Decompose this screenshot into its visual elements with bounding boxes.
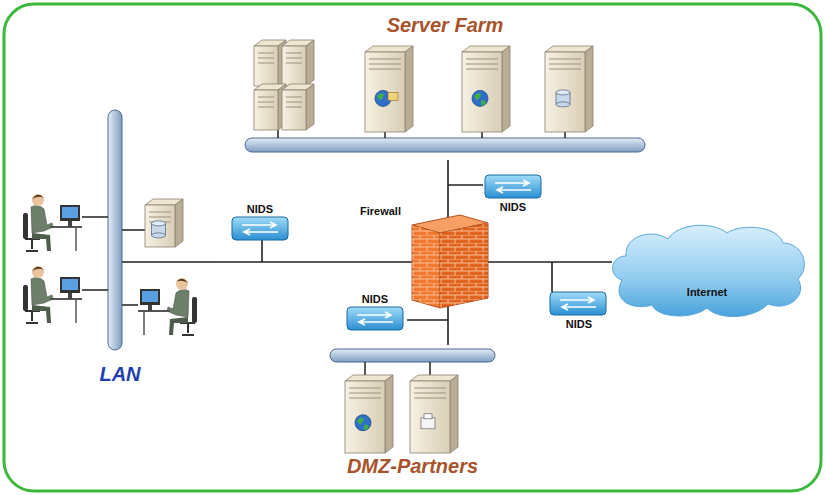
network-link xyxy=(447,313,449,345)
dmz-zone: DMZ-Partners xyxy=(325,345,500,483)
lan-zone-art xyxy=(20,105,220,390)
nids-label-box: NIDS xyxy=(548,318,610,330)
zone-title-box: Server Farm xyxy=(240,14,650,37)
server-icon xyxy=(462,46,510,132)
nids-label: NIDS xyxy=(566,318,592,330)
network-link xyxy=(447,160,449,203)
network-bus xyxy=(245,138,645,152)
server-farm-zone: Server Farm xyxy=(240,12,650,160)
internet-cloud: Internet xyxy=(612,222,807,322)
network-link xyxy=(220,261,360,263)
cloud-shape xyxy=(613,225,805,316)
zone-title-box: DMZ-Partners xyxy=(325,455,500,478)
cloud-label-box: Internet xyxy=(652,286,762,298)
nids-icon xyxy=(347,307,403,330)
nids-label: NIDS xyxy=(500,201,526,213)
zone-title: DMZ-Partners xyxy=(347,455,478,477)
nids-sensor: NIDS xyxy=(230,203,290,243)
nids-taps xyxy=(262,185,552,320)
server-icon xyxy=(254,40,286,86)
nids-label: NIDS xyxy=(362,293,388,305)
firewall-icon xyxy=(412,215,488,308)
nids-icon xyxy=(232,217,288,240)
nids-icon xyxy=(550,292,606,315)
server-icon xyxy=(365,46,413,132)
nids-sensor: NIDS xyxy=(548,290,610,334)
user-figure xyxy=(138,278,197,335)
cloud-label: Internet xyxy=(687,286,727,298)
server-icon xyxy=(545,46,593,132)
frame xyxy=(4,4,821,491)
nids-label-box: NIDS xyxy=(343,293,407,305)
server-icon xyxy=(345,375,393,453)
nids-label: NIDS xyxy=(247,203,273,215)
nids-icon xyxy=(485,175,541,198)
firewall-label-box: Firewall xyxy=(360,205,410,217)
server-icon xyxy=(254,84,286,130)
network-link xyxy=(490,261,612,263)
internet-cloud-art xyxy=(612,222,807,322)
zone-title: Server Farm xyxy=(387,14,504,36)
user-figure xyxy=(23,266,82,323)
firewall-label: Firewall xyxy=(360,205,401,217)
server-icon xyxy=(282,84,314,130)
nids-sensor: NIDS xyxy=(343,293,407,335)
server-icon xyxy=(145,199,183,247)
nids-label-box: NIDS xyxy=(483,201,543,213)
server-icon xyxy=(282,40,314,86)
server-icon xyxy=(410,375,458,453)
zone-title-box: LAN xyxy=(60,363,180,386)
nids-label-box: NIDS xyxy=(230,203,290,215)
lan-zone: LAN xyxy=(20,105,220,390)
user-figure xyxy=(23,194,82,251)
network-bus xyxy=(108,110,122,350)
network-bus xyxy=(330,349,495,362)
zone-title: LAN xyxy=(99,363,140,385)
nids-sensor: NIDS xyxy=(483,175,543,219)
